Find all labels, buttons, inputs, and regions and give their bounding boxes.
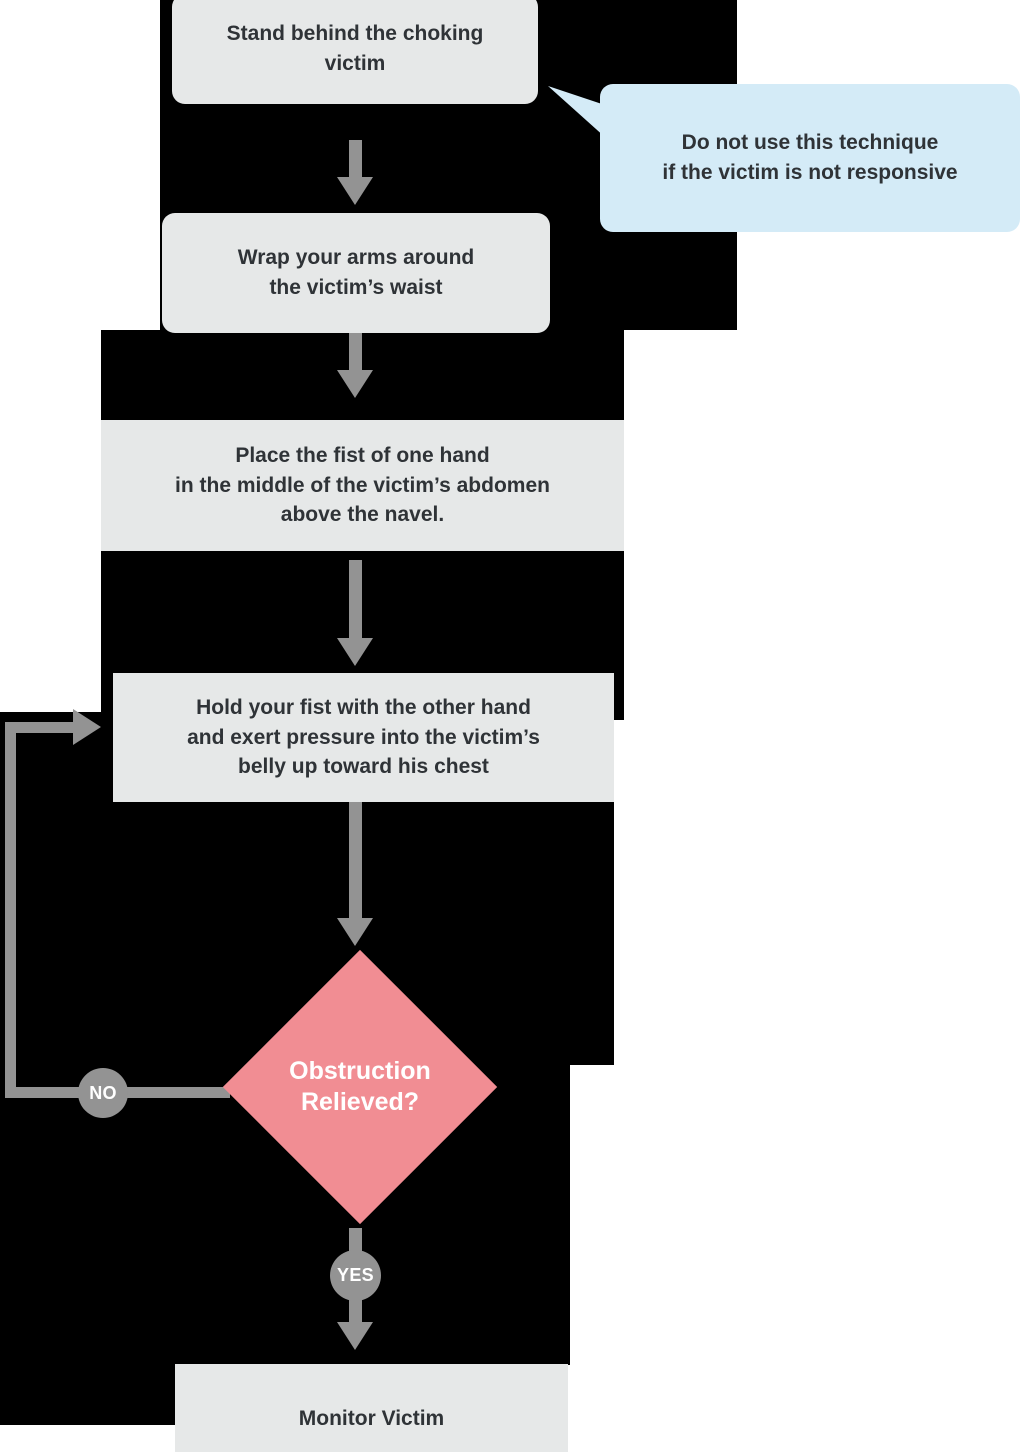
node-step4-label: Hold your fist with the other hand and e…: [187, 695, 540, 779]
connector-step4-decision-shaft: [349, 802, 362, 920]
node-end-label: Monitor Victim: [298, 1407, 445, 1431]
connector-step4-decision-arrowhead: [337, 918, 373, 946]
connector-no-vertical: [5, 722, 16, 1092]
connector-step1-step2-shaft: [349, 140, 362, 182]
node-step1[interactable]: Stand behind the choking victim: [172, 0, 538, 104]
yes-badge-label: YES: [337, 1265, 374, 1285]
no-badge-label: NO: [89, 1082, 117, 1103]
node-end[interactable]: Monitor Victim: [175, 1364, 568, 1452]
no-badge: NO: [78, 1068, 128, 1118]
connector-no-arrowhead: [73, 709, 101, 745]
connector-yes-arrowhead: [337, 1322, 373, 1350]
node-step2[interactable]: Wrap your arms around the victim’s waist: [162, 213, 550, 333]
node-decision-label: Obstruction Relieved?: [289, 1056, 431, 1116]
callout-warning: Do not use this technique if the victim …: [600, 84, 1020, 232]
connector-step3-step4-shaft: [349, 560, 362, 640]
connector-step2-step3-shaft: [349, 333, 362, 375]
node-step4[interactable]: Hold your fist with the other hand and e…: [113, 673, 614, 802]
connector-no-horizontal-in: [5, 722, 75, 733]
node-step3-label: Place the fist of one hand in the middle…: [175, 443, 550, 527]
node-step3[interactable]: Place the fist of one hand in the middle…: [101, 420, 624, 551]
connector-step2-step3-arrowhead: [337, 370, 373, 398]
connector-step1-step2-arrowhead: [337, 177, 373, 205]
node-step1-label: Stand behind the choking victim: [226, 22, 484, 75]
connector-step3-step4-arrowhead: [337, 638, 373, 666]
yes-badge: YES: [330, 1250, 381, 1301]
backdrop-plate-5: [0, 1365, 175, 1425]
callout-warning-label: Do not use this technique if the victim …: [662, 131, 958, 184]
node-step2-label: Wrap your arms around the victim’s waist: [237, 246, 475, 299]
